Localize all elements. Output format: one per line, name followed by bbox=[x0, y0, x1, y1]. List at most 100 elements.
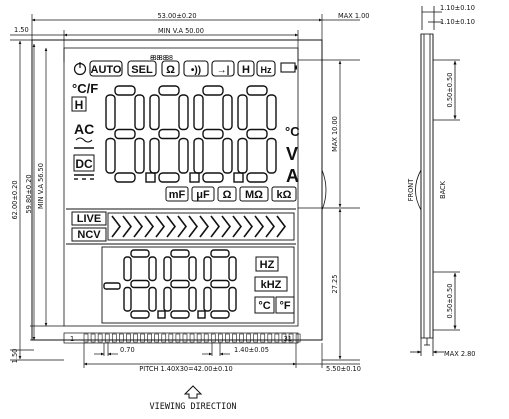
pin bbox=[83, 333, 89, 343]
dim-top-max: MAX 1.00 bbox=[338, 12, 370, 20]
sub-segment bbox=[130, 310, 150, 319]
sub-segment bbox=[210, 310, 230, 319]
dc-indicator: DC bbox=[75, 157, 93, 171]
main-digits-value: 8.8.8.8 bbox=[150, 54, 173, 62]
main-right-units: °C V A bbox=[285, 124, 300, 186]
dim-pitch-total: PITCH 1.40X30=42.00±0.10 bbox=[139, 365, 232, 373]
signal-chevron bbox=[188, 215, 199, 238]
viewing-arrow-icon bbox=[183, 385, 203, 399]
celsius-sub-unit: °C bbox=[258, 300, 270, 312]
dim-pin-width: 1.40±0.05 bbox=[234, 346, 269, 354]
celsius-fahrenheit-icon: °C/F bbox=[72, 81, 98, 96]
pin bbox=[175, 333, 181, 343]
uf-unit: μF bbox=[196, 189, 210, 201]
sub-decimal-point bbox=[197, 310, 206, 319]
pin-first-label: 1 bbox=[70, 335, 74, 343]
sub-minus-sign bbox=[103, 282, 121, 290]
side-dim-upper: 0.50±0.50 bbox=[446, 73, 454, 108]
signal-chevron bbox=[155, 215, 166, 238]
pin bbox=[161, 333, 167, 343]
signal-chevron bbox=[199, 215, 210, 238]
signal-chevron bbox=[221, 215, 232, 238]
viewing-direction-label: VIEWING DIRECTION bbox=[150, 402, 237, 412]
fahrenheit-sub-unit: °F bbox=[279, 300, 290, 312]
sub-segment bbox=[163, 286, 172, 312]
side-back-label: BACK bbox=[439, 180, 447, 199]
main-segment bbox=[105, 94, 116, 131]
main-digit-3 bbox=[237, 85, 277, 183]
sub-units: HZ kHZ °C °F bbox=[254, 256, 295, 314]
pin bbox=[119, 333, 124, 343]
signal-chevron bbox=[177, 215, 188, 238]
sub-digits-value: -8.8.8 bbox=[150, 54, 169, 62]
sub-digit-display bbox=[103, 249, 237, 319]
main-segment bbox=[237, 137, 248, 174]
main-segment bbox=[158, 128, 180, 140]
main-segment bbox=[178, 137, 189, 174]
main-digit-display bbox=[105, 85, 277, 183]
signal-chevron bbox=[111, 215, 122, 238]
pin bbox=[274, 333, 280, 343]
ohm-icon: Ω bbox=[166, 64, 175, 76]
signal-chevron bbox=[232, 215, 243, 238]
live-label: LIVE bbox=[77, 213, 101, 225]
bottom-dimension-lines bbox=[83, 343, 360, 368]
lcd-glass-outline bbox=[31, 39, 323, 341]
volt-unit: V bbox=[286, 144, 298, 164]
main-segment bbox=[193, 137, 204, 174]
pin bbox=[111, 333, 117, 343]
main-segment bbox=[149, 137, 160, 174]
sub-segment bbox=[203, 256, 212, 282]
live-ncv-row: LIVE NCV bbox=[66, 208, 296, 245]
sub-digit-2 bbox=[203, 249, 237, 319]
sub-segment bbox=[203, 286, 212, 312]
dim-top-view: MIN V.A 50.00 bbox=[158, 27, 204, 35]
sub-segment bbox=[228, 286, 237, 312]
pin-row: 1 31 bbox=[63, 332, 301, 344]
sub-segment bbox=[210, 279, 230, 289]
unit-row: mF μF Ω MΩ kΩ bbox=[165, 186, 297, 202]
main-segment bbox=[202, 172, 224, 183]
lcd-side-tab bbox=[321, 169, 327, 211]
pin bbox=[203, 333, 209, 343]
buzzer-icon: •)) bbox=[191, 65, 201, 76]
main-decimal-point bbox=[145, 172, 156, 183]
sub-segment bbox=[170, 310, 190, 319]
pin bbox=[90, 333, 96, 343]
main-segment bbox=[114, 85, 136, 96]
signal-bargraph bbox=[107, 212, 295, 241]
sub-digit-0 bbox=[123, 249, 166, 319]
main-segment bbox=[134, 137, 145, 174]
battery-icon bbox=[280, 62, 296, 73]
main-digit-0 bbox=[105, 85, 156, 183]
pin bbox=[288, 333, 294, 343]
signal-chevrons bbox=[111, 215, 287, 238]
pin bbox=[232, 333, 237, 343]
sub-segment bbox=[228, 256, 237, 282]
pin bbox=[126, 333, 131, 343]
dim-top-left-margin: 1.50 bbox=[14, 26, 29, 34]
side-view bbox=[410, 6, 460, 356]
sub-segment bbox=[123, 286, 132, 312]
pin bbox=[281, 333, 287, 343]
hz-sub-unit: HZ bbox=[260, 259, 275, 271]
sub-segment bbox=[148, 256, 157, 282]
dim-left-mid: 59.80±0.20 bbox=[25, 174, 33, 213]
pin-last-label: 31 bbox=[284, 335, 292, 343]
viewing-direction: VIEWING DIRECTION bbox=[150, 385, 237, 412]
mf-unit: mF bbox=[169, 189, 186, 201]
main-segment bbox=[246, 128, 268, 140]
pin-array bbox=[83, 333, 301, 343]
sub-display-frame bbox=[101, 246, 295, 324]
main-segment bbox=[149, 94, 160, 131]
hold-icon: H bbox=[242, 64, 250, 76]
sub-digit-1 bbox=[163, 249, 206, 319]
pin bbox=[295, 333, 301, 343]
sub-segment bbox=[210, 249, 230, 258]
dim-left-view: MIN V.A 56.50 bbox=[37, 163, 45, 209]
signal-chevron bbox=[276, 215, 287, 238]
side-dim-top-1: 1.10±0.10 bbox=[440, 4, 475, 12]
auto-icon: AUTO bbox=[91, 64, 122, 76]
pin bbox=[267, 333, 273, 343]
main-segment bbox=[114, 128, 136, 140]
